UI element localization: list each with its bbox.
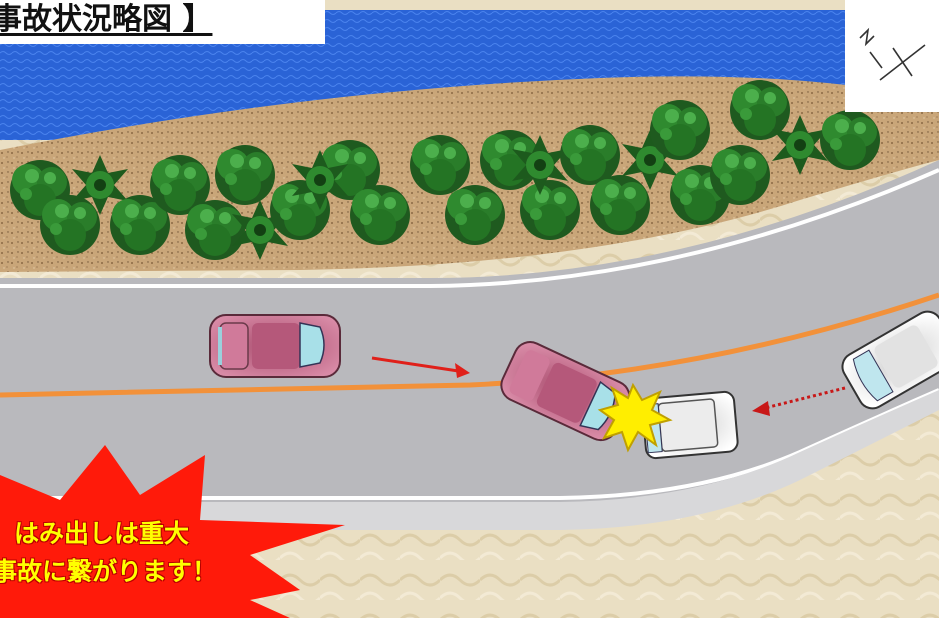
car-icon (500, 341, 631, 442)
car-icon (641, 390, 739, 460)
car-icon (209, 314, 341, 378)
warning-line-2: 事故に繋がります！ (0, 557, 218, 586)
warning-line-1: はみ出しは重大 (14, 519, 190, 548)
crash-burst-icon (597, 382, 673, 453)
warning-text: はみ出しは重大 事故に繋がります！ (0, 515, 300, 591)
arrow-icon (752, 386, 846, 416)
car-icon (841, 310, 939, 410)
title-text: 事故状況略図 】 (0, 2, 213, 37)
arrow-icon (371, 356, 470, 378)
warning-burst (0, 445, 345, 618)
page-title: 事故状況略図 】 (0, 0, 325, 44)
compass-icon (859, 27, 926, 81)
